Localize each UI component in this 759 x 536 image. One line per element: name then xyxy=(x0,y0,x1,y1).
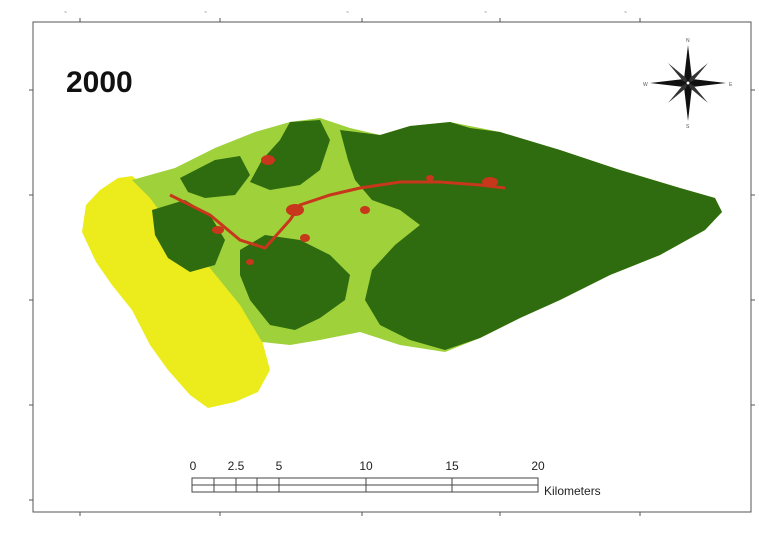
dense-forest-zone xyxy=(250,120,330,190)
scale-tick-20: 20 xyxy=(531,459,545,473)
dense-forest-zone-center xyxy=(240,235,350,330)
graticule-ticks xyxy=(29,18,755,516)
compass-label-s: S xyxy=(686,124,690,130)
built-up-corridor xyxy=(169,180,506,250)
compass-rose-icon xyxy=(650,45,726,121)
grid-label-top-1: ~ xyxy=(64,10,67,16)
grid-label-top-5: ~ xyxy=(624,10,627,16)
compass-label-n: N xyxy=(686,38,690,44)
scale-tick-10: 10 xyxy=(359,459,373,473)
scale-tick-2-5: 2.5 xyxy=(227,459,245,473)
compass-label-w: W xyxy=(643,82,648,88)
dense-forest-zone-east xyxy=(340,122,722,350)
graticule-labels: ~ ~ ~ ~ ~ xyxy=(64,10,627,16)
grid-label-top-4: ~ xyxy=(484,10,487,16)
scale-bar xyxy=(191,477,539,493)
compass-label-e: E xyxy=(729,82,733,88)
built-up-patches xyxy=(212,155,498,265)
year-title: 2000 xyxy=(66,66,133,99)
grid-label-top-2: ~ xyxy=(204,10,207,16)
scale-tick-5: 5 xyxy=(275,459,283,473)
grid-label-top-3: ~ xyxy=(346,10,349,16)
dense-forest-zone-west xyxy=(152,200,225,272)
scale-tick-0: 0 xyxy=(189,459,197,473)
scale-unit-label: Kilometers xyxy=(544,484,601,498)
sparse-vegetation-zone xyxy=(82,176,270,408)
dense-forest-zone-north xyxy=(180,156,250,198)
scale-tick-15: 15 xyxy=(445,459,459,473)
